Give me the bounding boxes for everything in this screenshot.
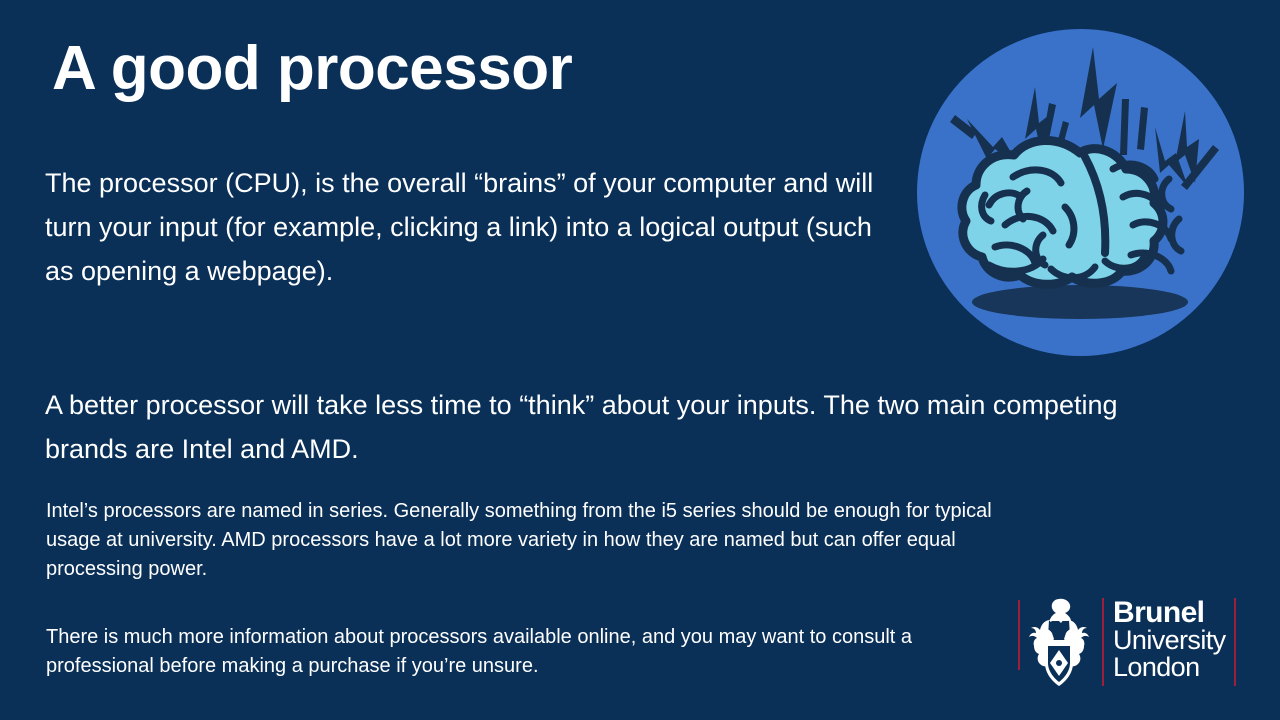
paragraph-processor-definition: The processor (CPU), is the overall “bra…: [45, 168, 874, 286]
logo-line-university: University: [1113, 625, 1226, 656]
paragraph-better-processor: A better processor will take less time t…: [45, 390, 1118, 464]
paragraph-intel-amd-naming: Intel’s processors are named in series. …: [46, 500, 992, 580]
brunel-coat-of-arms-icon: [1025, 596, 1093, 688]
brain-body: [957, 136, 1185, 289]
logo-line-london: London: [1113, 651, 1200, 682]
logo-line-brunel: Brunel: [1113, 596, 1205, 629]
paragraph-more-information: There is much more information about pro…: [46, 626, 913, 677]
page-title: A good processor: [52, 34, 573, 103]
logo-rule-middle: [1102, 598, 1104, 686]
logo-wordmark: Brunel University London: [1113, 596, 1226, 692]
logo-rule-right: [1233, 598, 1236, 686]
logo-rule-left: [1018, 600, 1020, 670]
brain-shadow: [972, 285, 1188, 319]
brunel-university-london-logo: Brunel University London: [1018, 596, 1244, 692]
brain-illustration: [917, 29, 1244, 356]
